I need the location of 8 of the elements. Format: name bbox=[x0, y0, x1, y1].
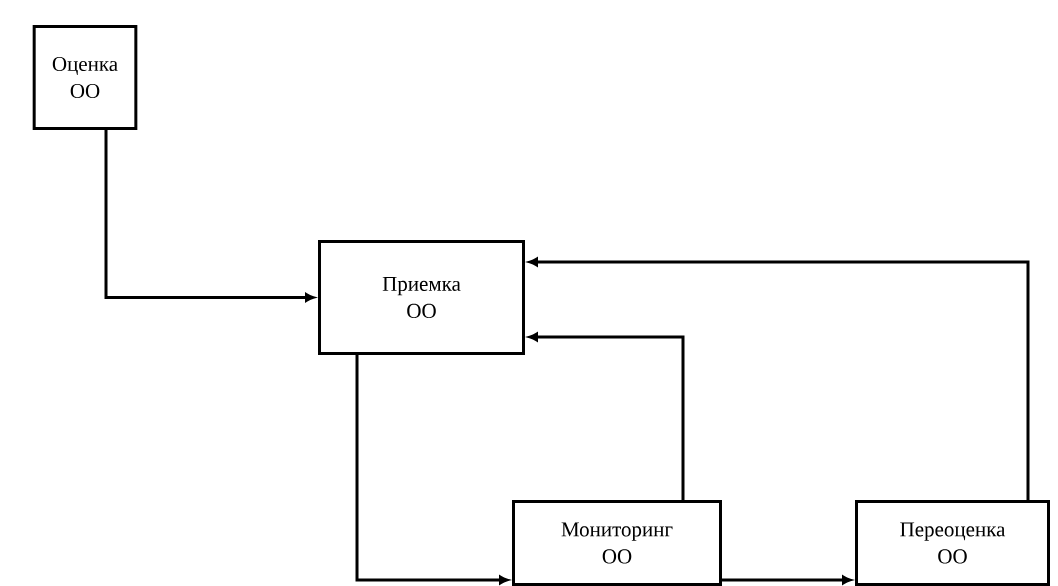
process-box: Приемка ОО bbox=[318, 240, 525, 355]
process-box: Оценка ОО bbox=[32, 25, 138, 130]
arrow bbox=[528, 257, 1030, 500]
process-box: Переоценка ОО bbox=[855, 500, 1050, 586]
process-box: Мониторинг ОО bbox=[512, 500, 722, 586]
arrow bbox=[722, 575, 852, 585]
arrow bbox=[528, 332, 685, 500]
arrow bbox=[355, 355, 509, 585]
